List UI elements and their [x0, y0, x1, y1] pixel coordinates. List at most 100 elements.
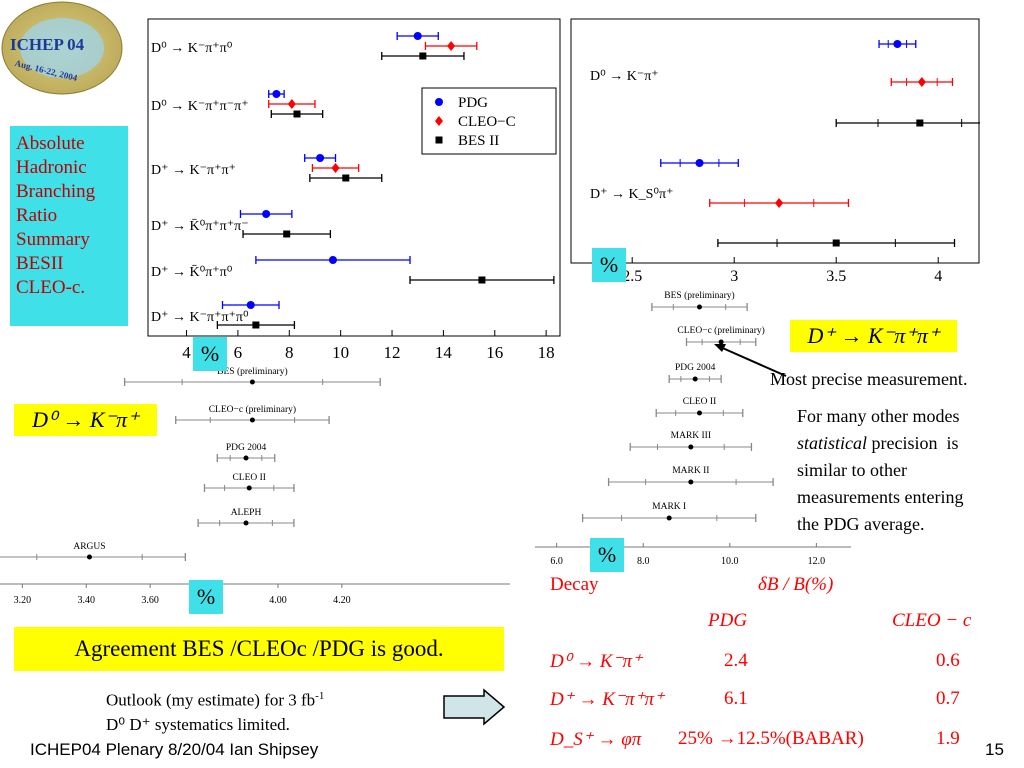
measurement-label: MARK II: [672, 466, 709, 476]
note-text: For many other modes statistical precisi…: [797, 406, 964, 534]
pointer-arrow: [714, 344, 787, 377]
table-row-pdg: 2.4: [724, 650, 748, 671]
data-point: [249, 379, 255, 385]
plot-frame: [570, 18, 980, 264]
percent-unit-left: %: [189, 580, 223, 614]
summary-line: Hadronic: [16, 157, 87, 178]
top-right-chart: 2.5 3 3.5 4 D⁰ → K⁻π⁺ D⁺ → K_S⁰π⁺: [570, 18, 1005, 288]
table-row-decay: D⁰ → K⁻π⁺: [550, 651, 643, 672]
percent-unit-right: %: [590, 538, 624, 572]
decay-label: D⁺ → K_S⁰π⁺: [590, 187, 673, 202]
data-point: [287, 99, 296, 109]
d0-kpi-label: D⁰ → K⁻π⁺: [14, 404, 157, 436]
x-tick-label: 3.40: [78, 595, 96, 606]
legend-label: PDG: [458, 95, 488, 111]
x-tick-label: 3.5: [826, 268, 846, 285]
table-row-pdg: 6.1: [724, 688, 748, 709]
logo-title: ICHEP 04: [10, 35, 85, 54]
x-tick-label: 8: [285, 343, 294, 362]
data-point: [688, 479, 694, 485]
table-header-db: δB / B(%): [758, 574, 834, 595]
data-point: [243, 520, 249, 526]
measurement-label: CLEO II: [683, 397, 717, 407]
block-arrow-icon: [443, 688, 506, 726]
decay-label: D⁺ → K⁻π⁺π⁺: [151, 163, 236, 178]
page-number: 15: [985, 740, 1004, 759]
decay-label: D⁺ → K̄⁰π⁺π⁰: [151, 264, 233, 280]
percent-unit-topright: %: [592, 248, 626, 282]
summary-line: Branching: [16, 181, 96, 202]
data-point: [435, 136, 443, 144]
table-row-decay: D⁺ → K⁻π⁺π⁺: [550, 689, 665, 710]
table-row-decay: D_S⁺ → φπ: [550, 729, 642, 750]
data-point: [283, 230, 291, 238]
data-point: [916, 119, 924, 127]
data-point: [435, 116, 443, 126]
data-point: [692, 376, 698, 382]
x-tick-label: 12: [384, 343, 401, 362]
data-point: [262, 210, 271, 218]
percent-unit-main: %: [193, 337, 227, 371]
table-row-cleo: 0.7: [936, 688, 960, 709]
table-row-cleo: 0.6: [936, 650, 960, 671]
table-col-cleo: CLEO − c: [892, 610, 972, 631]
summary-line: Absolute: [16, 133, 85, 154]
measurement-label: CLEO−c (preliminary): [209, 404, 296, 415]
decay-label: D⁰ → K⁻π⁺π⁻π⁺: [151, 99, 249, 114]
data-point: [917, 77, 926, 87]
uncertainty-table: Decay δB / B(%) PDG CLEO − c D⁰ → K⁻π⁺ 2…: [548, 574, 1018, 764]
x-tick-label: 14: [435, 343, 453, 362]
table-header-decay: Decay: [550, 574, 599, 595]
summary-line: BESII: [16, 253, 64, 274]
data-point: [478, 276, 486, 284]
data-point: [316, 154, 325, 162]
x-tick-label: 3.20: [14, 595, 32, 606]
dplus-kpipi-label: D⁺ → K⁻π⁺π⁺: [790, 320, 957, 352]
data-point: [86, 554, 92, 560]
data-point: [272, 90, 281, 98]
x-tick-label: 4.20: [333, 595, 351, 606]
data-point: [666, 515, 672, 521]
data-point: [688, 444, 694, 450]
x-tick-label: 3: [730, 268, 738, 285]
agreement-box: Agreement BES /CLEOc /PDG is good.: [14, 627, 504, 671]
x-tick-label: 18: [538, 343, 555, 362]
data-point: [252, 321, 260, 329]
legend-label: BES II: [458, 133, 499, 149]
x-tick-label: 4: [182, 343, 191, 362]
x-tick-label: 16: [486, 343, 503, 362]
legend-box: [421, 87, 557, 155]
data-point: [331, 163, 340, 173]
x-tick-label: 4.00: [269, 595, 287, 606]
measurement-label: ALEPH: [231, 508, 262, 518]
data-point: [246, 485, 252, 491]
ichep-logo: ICHEP 04 Aug. 16-22, 2004: [0, 0, 124, 100]
data-point: [243, 455, 249, 461]
summary-line: Ratio: [16, 205, 58, 226]
measurement-label: ARGUS: [73, 542, 105, 552]
data-point: [249, 417, 255, 423]
data-point: [328, 256, 337, 264]
x-tick-label: 4: [934, 268, 942, 285]
summary-line: Summary: [16, 229, 90, 250]
x-tick-label: 10: [332, 343, 349, 362]
data-point: [696, 304, 702, 310]
data-point: [893, 40, 902, 48]
measurement-label: MARK I: [652, 502, 686, 512]
data-point: [342, 174, 350, 182]
data-point: [293, 110, 301, 118]
data-point: [695, 159, 704, 167]
data-point: [696, 410, 702, 416]
x-tick-label: 2.5: [622, 268, 642, 285]
most-precise-text: Most precise measurement.: [770, 369, 968, 389]
decay-label: D⁰ → K⁻π⁺: [590, 69, 659, 84]
measurement-label: CLEO−c (preliminary): [677, 325, 764, 336]
measurement-label: MARK III: [671, 431, 711, 441]
x-tick-label: 12.0: [808, 556, 826, 567]
decay-label: D⁰ → K⁻π⁺π⁰: [151, 41, 233, 56]
data-point: [447, 41, 456, 51]
outlook-text: Outlook (my estimate) for 3 fb-1 D⁰ D⁺ s…: [106, 690, 325, 734]
